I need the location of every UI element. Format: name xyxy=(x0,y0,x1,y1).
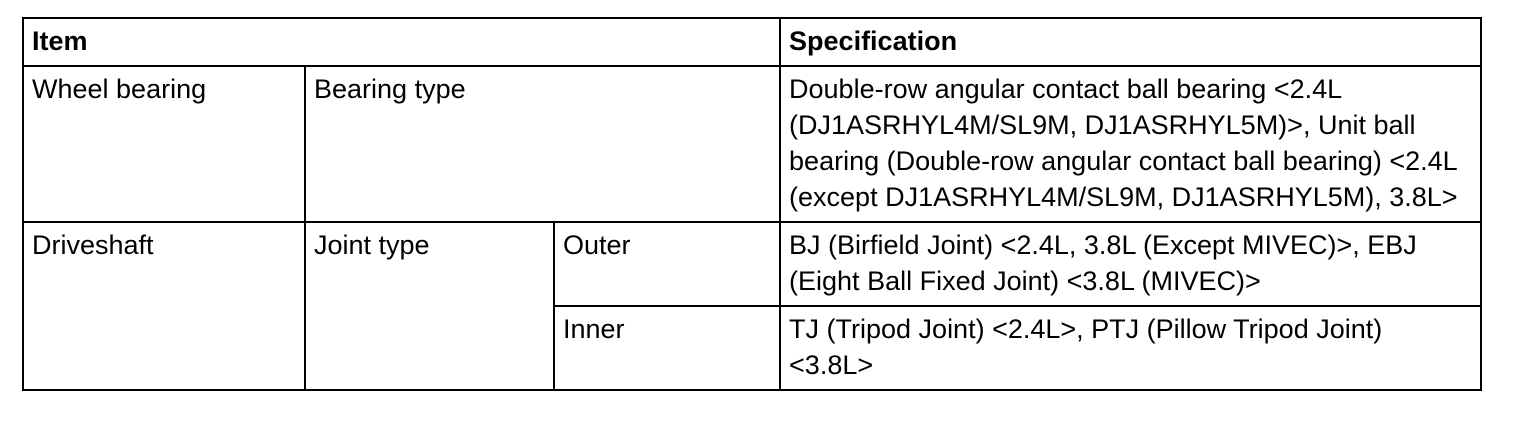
cell-specification: Double-row angular contact ball bearing … xyxy=(779,65,1483,223)
table-row: Inner TJ (Tripod Joint) <2.4L>, PTJ (Pil… xyxy=(23,305,1483,391)
cell-sub-item: Joint type xyxy=(304,221,555,391)
table-header-row: Item Specification xyxy=(21,17,1483,67)
header-item: Item xyxy=(21,17,782,67)
cell-position: Outer xyxy=(552,221,782,307)
cell-specification: BJ (Birfield Joint) <2.4L, 3.8L (Except … xyxy=(779,221,1483,307)
cell-specification: TJ (Tripod Joint) <2.4L>, PTJ (Pillow Tr… xyxy=(779,305,1483,391)
cell-item: Wheel bearing xyxy=(22,65,306,223)
specification-table: Item Specification Wheel bearing Bearing… xyxy=(21,17,1483,391)
table-row: Driveshaft Joint type Outer BJ (Birfield… xyxy=(22,221,1483,391)
cell-sub-item: Bearing type xyxy=(303,65,782,223)
header-specification: Specification xyxy=(779,17,1483,67)
cell-position: Inner xyxy=(552,305,782,391)
table-row: Wheel bearing Bearing type Double-row an… xyxy=(22,65,1483,223)
cell-item: Driveshaft xyxy=(22,221,306,391)
